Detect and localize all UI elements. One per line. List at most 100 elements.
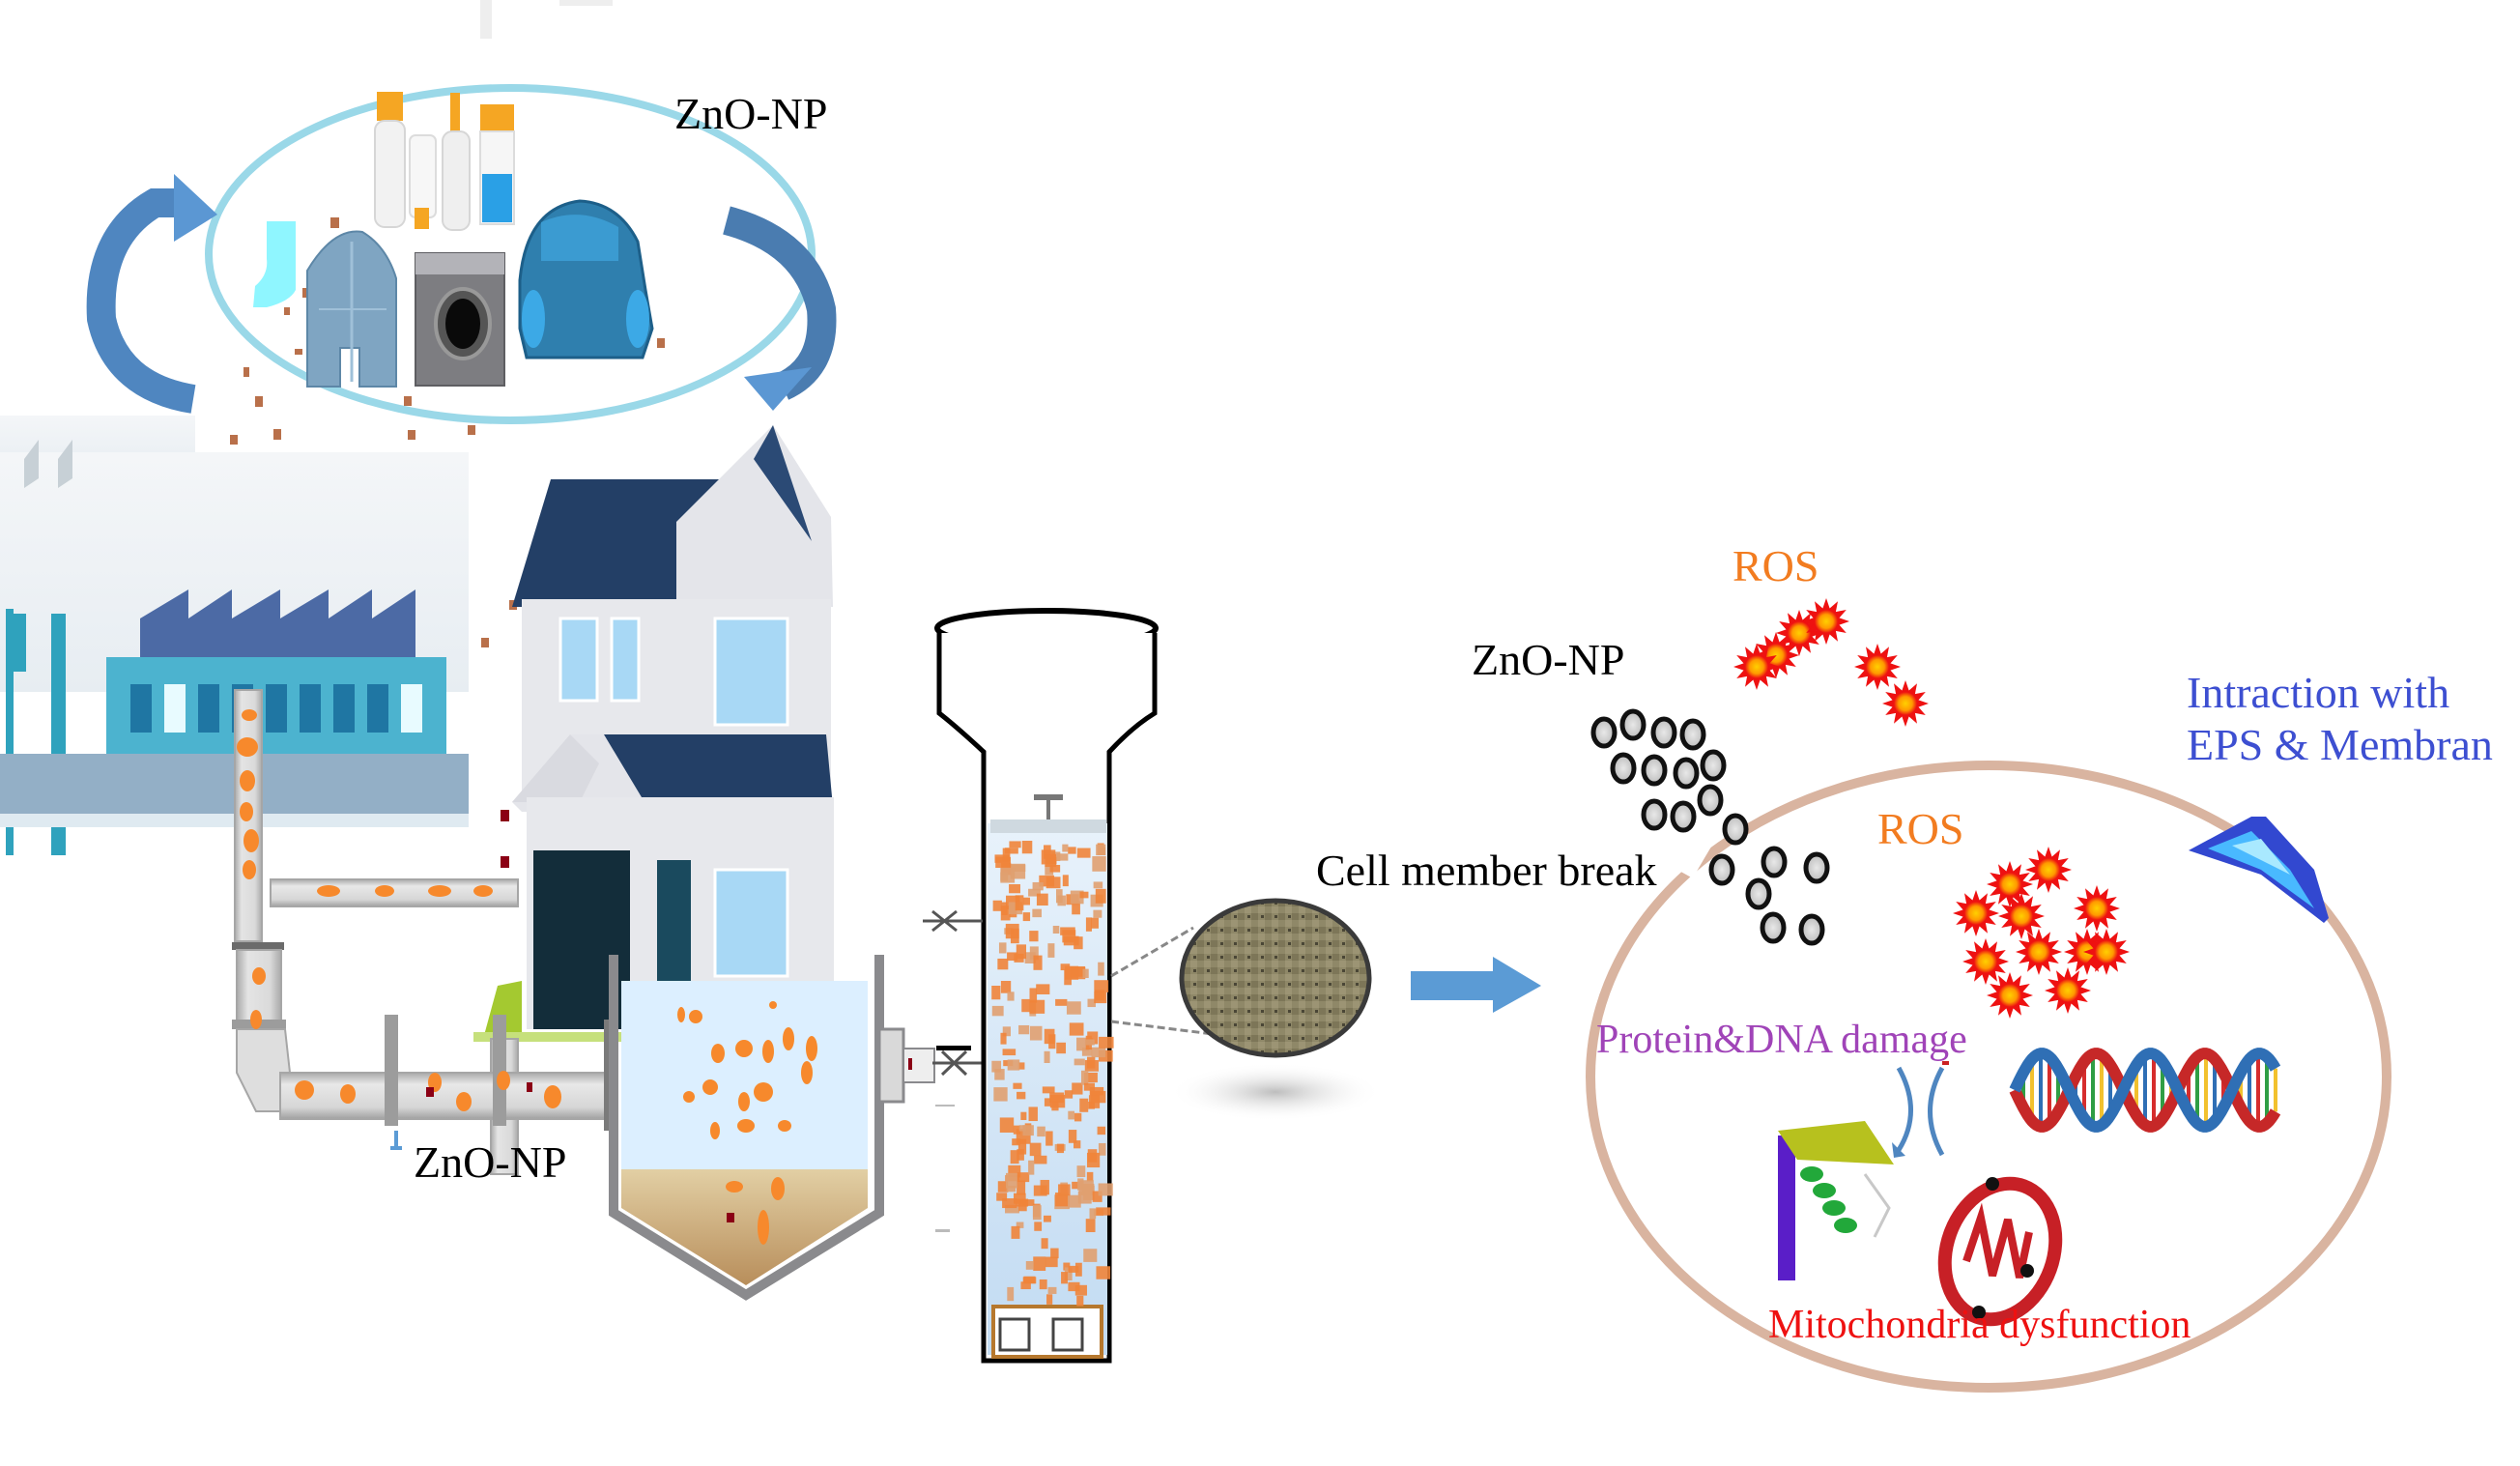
pipe-discharge-label: ZnO-NP <box>414 1137 567 1187</box>
sludge-particle <box>991 985 1001 1000</box>
sludge-particle <box>1002 1198 1017 1209</box>
sludge-particle <box>1060 927 1075 935</box>
membrane-break-gap <box>1679 792 1741 878</box>
sludge-particle <box>1064 1267 1073 1280</box>
sludge-particle <box>995 856 1012 869</box>
sludge-particle <box>1055 998 1068 1006</box>
nanoparticle-icon <box>1673 757 1700 790</box>
sludge-particle <box>1062 844 1069 852</box>
sludge-particle <box>1073 1140 1081 1149</box>
sludge-particle <box>1006 1186 1017 1193</box>
consumer-products-bubble <box>205 84 816 667</box>
nanoparticle-icon <box>1650 716 1677 749</box>
ros-burst-core <box>1894 692 1917 715</box>
external-nanoparticle-label: ZnO-NP <box>1472 635 1625 684</box>
sludge-particle <box>1010 1150 1019 1164</box>
ros-burst-core <box>2095 940 2118 963</box>
nanoparticle-icon <box>1590 716 1618 749</box>
sludge-particle <box>1017 1149 1024 1161</box>
house-icon <box>473 425 841 1042</box>
sludge-particle <box>1016 1222 1024 1228</box>
sludge-particle <box>1092 856 1106 872</box>
sludge-particle <box>1049 1094 1066 1108</box>
sludge-particle <box>1025 1261 1034 1270</box>
protein-structure-icon <box>1778 1121 1894 1280</box>
pipe-sludge-particles <box>237 709 561 1111</box>
sludge-particle <box>1011 864 1026 872</box>
curved-arrow-right-icon <box>1928 1066 1945 1157</box>
sludge-particle <box>1085 917 1092 932</box>
sludge-particle <box>1074 1112 1082 1122</box>
protein-dna-damage-label: Protein&DNA damage <box>1596 1018 1967 1062</box>
sludge-particle <box>1032 881 1044 891</box>
sludge-particle <box>1029 1142 1042 1157</box>
sludge-particle <box>1055 889 1063 904</box>
sludge-particle <box>1021 841 1033 854</box>
nanoparticle-icon <box>1761 846 1788 878</box>
sludge-particle <box>1013 1125 1021 1135</box>
sludge-particle <box>1076 1295 1084 1307</box>
ros-burst-core <box>1974 950 1997 973</box>
sludge-particle <box>1098 1183 1113 1196</box>
sludge-particle <box>1045 1131 1053 1146</box>
external-ros-label: ROS <box>1732 541 1819 590</box>
internal-ros-label: ROS <box>1877 804 1964 853</box>
top-artifact <box>480 0 492 39</box>
sludge-particle <box>1091 1047 1106 1058</box>
sludge-particle <box>1074 1058 1085 1066</box>
pipe-darkred-particles <box>426 810 532 1097</box>
sludge-particle <box>1079 1098 1089 1112</box>
sludge-particle <box>1063 935 1079 946</box>
ros-burst-core <box>2085 897 2108 920</box>
sludge-particle <box>1012 1138 1020 1146</box>
top-artifact <box>559 0 613 6</box>
nanoparticle-icon <box>1697 784 1724 817</box>
sludge-particle <box>1063 1262 1071 1271</box>
sludge-particle <box>1072 901 1080 915</box>
sludge-particle <box>1094 992 1107 1004</box>
sludge-particle <box>1092 1191 1102 1202</box>
sludge-particle <box>1072 1082 1083 1095</box>
ros-bursts <box>1733 598 2130 1019</box>
sludge-particle <box>1028 1160 1035 1175</box>
ros-burst-core <box>2056 979 2079 1002</box>
mitochondria-dysfunction-label: Mitochondria dysfunction <box>1768 1303 2191 1347</box>
sludge-particle <box>1074 1262 1082 1277</box>
nanoparticle-icon <box>1745 877 1772 910</box>
sludge-particle <box>1068 1281 1080 1292</box>
eps-interaction-line1: Intraction with <box>2187 668 2450 717</box>
sludge-particle <box>1050 1248 1059 1259</box>
sludge-particle <box>1095 888 1106 904</box>
sludge-particle <box>1084 1039 1095 1046</box>
nanoparticle-icon <box>1760 911 1787 944</box>
sludge-particle <box>1010 928 1019 944</box>
sludge-particle <box>998 942 1007 954</box>
sludge-particle <box>1096 1266 1111 1279</box>
sludge-particle <box>1068 1130 1077 1143</box>
sludge-particle <box>1042 1086 1055 1094</box>
consumer-products-label: ZnO-NP <box>674 89 828 138</box>
sludge-particle <box>1005 1204 1019 1214</box>
sludge-particle <box>1044 845 1051 859</box>
sludge-particle <box>1022 1125 1034 1136</box>
sludge-particle <box>996 1193 1008 1201</box>
sludge-particle <box>1082 968 1089 979</box>
sludge-particle <box>1029 988 1038 1003</box>
sludge-particle <box>1076 848 1091 858</box>
sludge-particle <box>1046 1294 1053 1305</box>
ros-burst-core <box>1866 655 1889 678</box>
sludge-particle <box>994 1069 1005 1080</box>
sludge-particle <box>1021 1199 1035 1206</box>
sludge-particle <box>1007 1059 1020 1071</box>
sludge-particle <box>1089 1086 1104 1096</box>
sludge-particle <box>1045 864 1054 876</box>
sludge-particle <box>991 1005 1004 1017</box>
sludge-particle <box>1014 953 1024 963</box>
sludge-particle <box>1069 1022 1084 1036</box>
zoom-line-top <box>1110 926 1194 978</box>
sludge-particle <box>1041 1238 1048 1250</box>
ros-burst-core <box>1998 873 2021 896</box>
sludge-particle <box>997 1181 1009 1193</box>
sludge-particle <box>1044 1050 1050 1063</box>
sludge-particle <box>1083 1072 1098 1083</box>
